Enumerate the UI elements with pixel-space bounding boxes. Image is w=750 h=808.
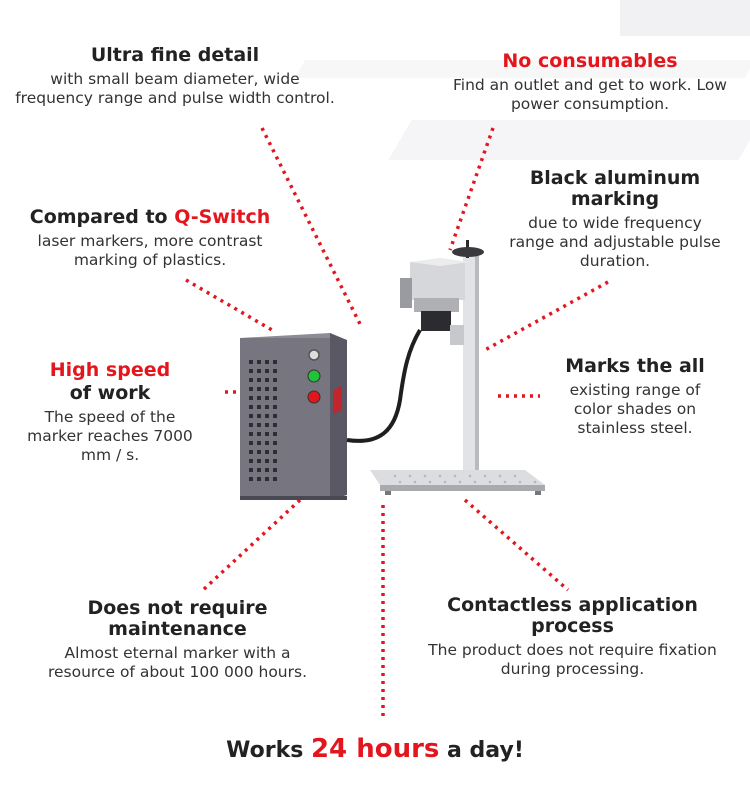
background-stripe: [620, 0, 750, 36]
feature-no-consumables: No consumables Find an outlet and get to…: [430, 51, 750, 114]
connector-line: [463, 498, 570, 592]
feature-title: Contactless application process: [447, 594, 698, 637]
connector-line: [185, 278, 273, 332]
feature-title: Does not require maintenance: [87, 597, 268, 640]
feature-contactless: Contactless application process The prod…: [420, 595, 725, 679]
connector-line: [201, 498, 302, 592]
footer-highlight: 24 hours: [310, 734, 440, 764]
feature-desc: due to wide frequency range and adjustab…: [509, 214, 721, 270]
feature-title-prefix: Compared to: [29, 206, 175, 228]
feature-title-highlight: Q-Switch: [174, 206, 271, 228]
connector-line: [448, 127, 495, 251]
feature-desc: laser markers, more contrast marking of …: [37, 232, 263, 269]
feature-title-red: High speed: [49, 359, 171, 381]
feature-high-speed: High speed of work The speed of the mark…: [15, 360, 205, 465]
footer-prefix: Works: [226, 738, 311, 763]
feature-ultra-fine: Ultra fine detail with small beam diamet…: [15, 45, 335, 108]
feature-desc: with small beam diameter, wide frequency…: [15, 70, 335, 107]
footer-suffix: a day!: [439, 738, 524, 763]
footer-tagline: Works 24 hours a day!: [0, 734, 750, 764]
feature-compared-q-switch: Compared to Q-Switch laser markers, more…: [5, 207, 295, 270]
marking-station: [370, 240, 545, 495]
feature-title: Marks the all: [565, 355, 705, 377]
feature-title: Compared to Q-Switch: [5, 207, 295, 228]
feature-desc: The speed of the marker reaches 7000 mm …: [27, 408, 193, 464]
feature-desc: Almost eternal marker with a resource of…: [47, 644, 307, 681]
feature-title: No consumables: [502, 50, 678, 72]
red-indicator: [307, 390, 321, 404]
feature-black-aluminum: Black aluminum marking due to wide frequ…: [495, 168, 735, 271]
feature-desc: The product does not require fixation du…: [428, 641, 717, 678]
power-knob: [308, 349, 320, 361]
feature-title: Black aluminum marking: [529, 167, 701, 210]
connector-line: [484, 280, 609, 352]
control-unit: [240, 333, 347, 500]
feature-marks-all: Marks the all existing range of color sh…: [530, 356, 740, 438]
cable: [346, 328, 422, 443]
green-indicator: [307, 369, 321, 383]
feature-desc: Find an outlet and get to work. Low powe…: [452, 76, 727, 113]
feature-title-rest: of work: [69, 382, 151, 404]
connector-line: [260, 127, 364, 329]
feature-maintenance: Does not require maintenance Almost eter…: [20, 598, 335, 682]
feature-title: Ultra fine detail: [90, 44, 260, 66]
feature-desc: existing range of color shades on stainl…: [569, 381, 701, 437]
